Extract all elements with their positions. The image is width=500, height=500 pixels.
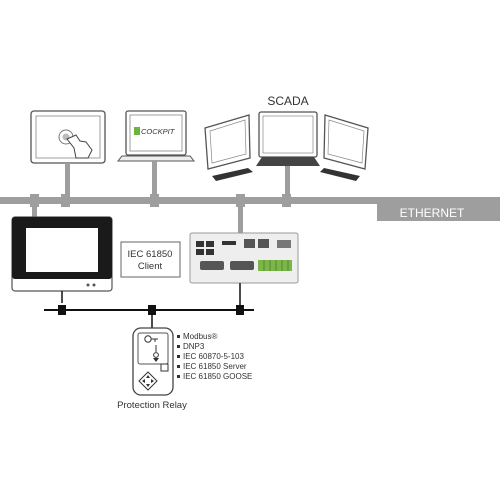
protocol-bullet: [177, 375, 180, 378]
navigation-arrows-icon: [138, 371, 158, 391]
protocol-list: Modbus® DNP3 IEC 60870-5-103 IEC 61850 S…: [177, 332, 252, 381]
cockpit-logo-mark: [134, 127, 140, 135]
terminal-block: [258, 260, 292, 271]
gateway-device: [189, 232, 299, 284]
cockpit-logo: COCKPIT: [141, 127, 176, 136]
serial-connector-1: [58, 305, 66, 315]
touch-hand-icon: [58, 129, 93, 159]
scada-workstation: [204, 111, 369, 197]
power-icon: [86, 283, 90, 287]
cockpit-laptop: COCKPIT: [116, 110, 196, 197]
bus-connector-4: [236, 194, 245, 207]
relay-title: Protection Relay: [117, 400, 187, 411]
protocol-item: IEC 61850 GOOSE: [183, 372, 252, 381]
scada-label: SCADA: [267, 94, 308, 108]
protocol-bullet: [177, 355, 180, 358]
touch-monitor: [30, 110, 106, 197]
bus-connector-1: [30, 194, 39, 207]
ethernet-bus: [0, 197, 500, 204]
serial-connector-3: [236, 305, 244, 315]
protocol-bullet: [177, 365, 180, 368]
client-line1: IEC 61850: [128, 249, 173, 260]
protocol-item: Modbus®: [183, 332, 217, 341]
protection-relay: [132, 327, 174, 396]
protocol-bullet: [177, 345, 180, 348]
bus-connector-5: [282, 194, 291, 207]
iec61850-client-box: IEC 61850 Client: [120, 241, 181, 278]
lock-icon: [144, 335, 159, 362]
bus-connector-3: [150, 194, 159, 207]
serial-connector-2: [148, 305, 156, 315]
protocol-item: DNP3: [183, 342, 205, 351]
ethernet-label: ETHERNET: [400, 206, 465, 220]
ethernet-label-box: [377, 203, 500, 221]
protocol-item: IEC 61850 Server: [183, 362, 247, 371]
client-line2: Client: [138, 261, 163, 272]
protocol-bullet: [177, 335, 180, 338]
hmi-panel: [11, 216, 113, 303]
protocol-item: IEC 60870-5-103: [183, 352, 244, 361]
bus-connector-2: [61, 194, 70, 207]
